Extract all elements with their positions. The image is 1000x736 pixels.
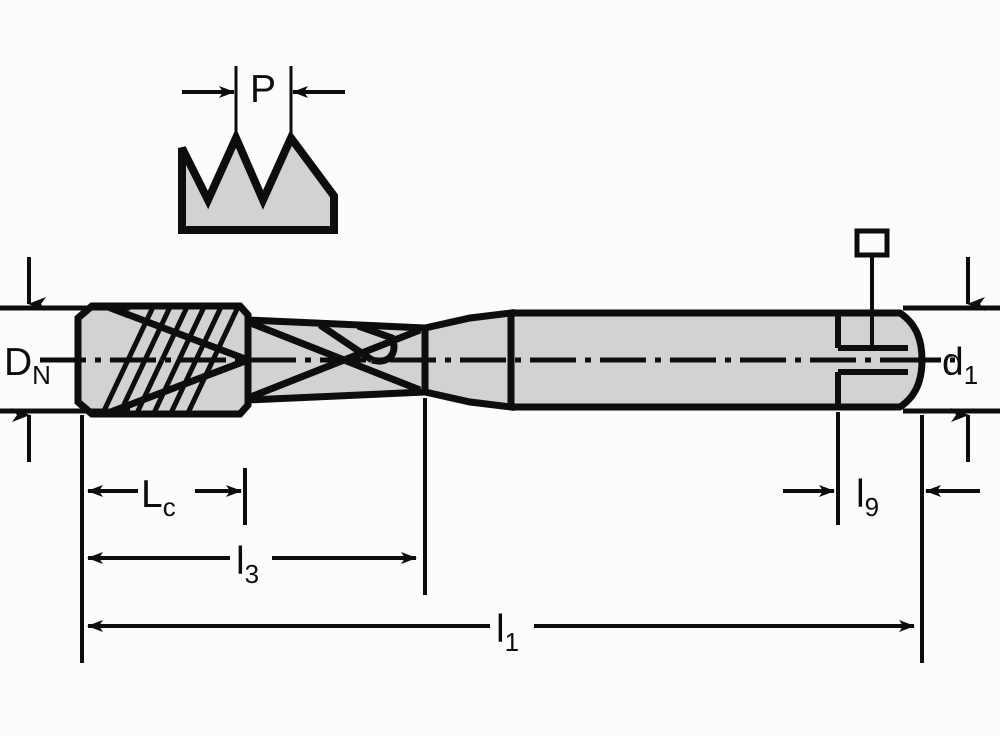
dn-label-sub: N — [32, 360, 51, 390]
dn-label-base: D — [4, 341, 32, 384]
l3-label-base: l — [236, 540, 245, 583]
l1-label-sub: 1 — [505, 627, 519, 657]
l9-label-sub: 9 — [865, 492, 879, 522]
thread-profile-detail-view: P — [178, 66, 345, 234]
tap-body-group — [40, 302, 955, 418]
square-length-dimension: l9 — [783, 473, 980, 522]
l3-label-sub: 3 — [245, 559, 259, 589]
lc-label-sub: c — [163, 492, 176, 522]
l9-label-group: l9 — [856, 473, 879, 522]
shank-diameter-dimension: d1 — [903, 257, 1000, 462]
square-drive-flats — [835, 313, 908, 407]
d1-label-sub: 1 — [964, 360, 978, 390]
flute-helix-lines — [106, 303, 422, 417]
horizontal-dimension-extension-lines — [80, 398, 924, 663]
l1-label-base: l — [496, 608, 505, 651]
chamfer-length-dimension: Lc — [87, 473, 242, 522]
thread-length-dimension: l3 — [87, 540, 417, 589]
l9-label-base: l — [856, 473, 865, 516]
lc-label-base: L — [141, 473, 163, 516]
lc-label-group: Lc — [141, 473, 176, 522]
d1-label-group: d1 — [942, 341, 978, 390]
overall-length-dimension: l1 — [87, 608, 915, 657]
dn-label-group: DN — [4, 341, 51, 390]
square-drive-callout — [854, 228, 890, 348]
thread-profile-shape — [178, 128, 338, 234]
pitch-label: P — [250, 68, 276, 111]
nominal-diameter-dimension: DN — [0, 257, 130, 462]
l1-label-group: l1 — [496, 608, 519, 657]
d1-label-base: d — [942, 341, 964, 384]
l3-label-group: l3 — [236, 540, 259, 589]
